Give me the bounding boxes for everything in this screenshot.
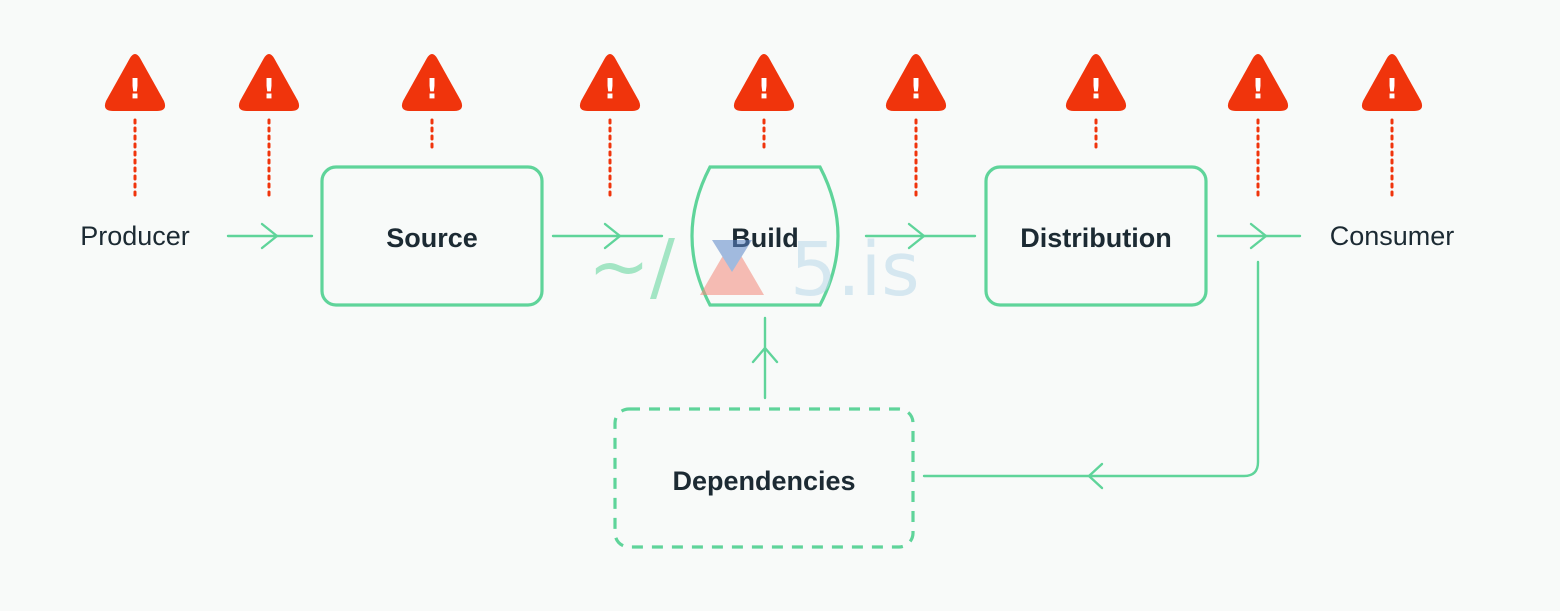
dependencies-box (613, 407, 915, 549)
arrow-head-icon (751, 346, 779, 364)
warning-icon: ! (733, 54, 795, 154)
warning-icon: ! (579, 54, 641, 199)
warning-icon: ! (1227, 54, 1289, 199)
dependencies-label: Dependencies (672, 466, 855, 496)
svg-text:!: ! (129, 72, 142, 105)
watermark: ~/ 5.is (588, 224, 920, 313)
svg-text:!: ! (910, 72, 923, 105)
source-label: Source (386, 223, 478, 253)
distribution-label: Distribution (1020, 223, 1171, 253)
watermark-prefix: ~/ (588, 224, 675, 310)
warning-icon: ! (104, 54, 166, 199)
svg-text:!: ! (758, 72, 771, 105)
arrow-head-icon (907, 222, 926, 250)
svg-text:!: ! (263, 72, 276, 105)
arrow-head-icon (1087, 462, 1104, 490)
warning-icon: ! (238, 54, 300, 199)
svg-text:!: ! (426, 72, 439, 105)
source-box (320, 165, 544, 307)
svg-text:!: ! (1090, 72, 1103, 105)
arrow-head-icon (1249, 222, 1268, 250)
warning-markers: !!!!!!!!! (104, 54, 1423, 199)
watermark-x-logo-icon (700, 240, 764, 295)
arrow-head-icon (260, 222, 279, 250)
warning-icon: ! (1065, 54, 1127, 154)
svg-text:!: ! (1386, 72, 1399, 105)
warning-icon: ! (885, 54, 947, 199)
warning-icon: ! (1361, 54, 1423, 199)
producer-label: Producer (80, 221, 190, 251)
consumer-label: Consumer (1330, 221, 1455, 251)
warning-icon: ! (401, 54, 463, 154)
flow-boxes (320, 165, 1208, 549)
svg-text:!: ! (1252, 72, 1265, 105)
flow-connectors (226, 222, 1302, 490)
watermark-suffix: 5.is (790, 227, 920, 313)
arrow-head-icon (603, 222, 622, 250)
distribution-box (984, 165, 1208, 307)
build-box (690, 165, 840, 307)
svg-text:!: ! (604, 72, 617, 105)
connector-distribution-dependencies (922, 260, 1260, 478)
